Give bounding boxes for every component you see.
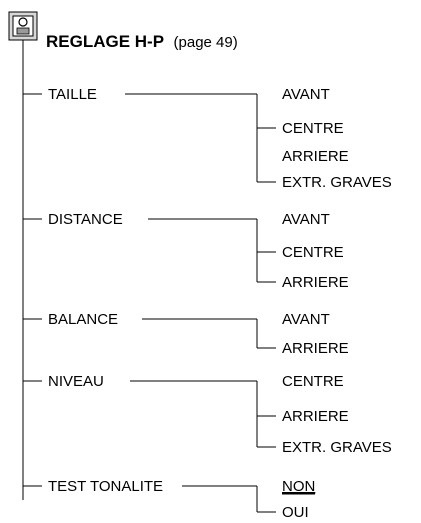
option-label: AVANT xyxy=(282,211,330,228)
option-label: ARRIERE xyxy=(282,408,349,425)
menu-branch-distance: DISTANCE AVANT CENTRE ARRIERE xyxy=(23,211,349,291)
option-label: ARRIERE xyxy=(282,148,349,165)
menu-item-label: TAILLE xyxy=(48,86,97,103)
option-label: AVANT xyxy=(282,86,330,103)
option-label: CENTRE xyxy=(282,373,344,390)
menu-branch-niveau: NIVEAU CENTRE ARRIERE EXTR. GRAVES xyxy=(23,373,392,456)
option-label: ARRIERE xyxy=(282,340,349,357)
menu-item-label: DISTANCE xyxy=(48,211,123,228)
option-label: EXTR. GRAVES xyxy=(282,174,392,191)
option-label: OUI xyxy=(282,504,309,521)
menu-branch-taille: TAILLE AVANT CENTRE ARRIERE EXTR. GRAVES xyxy=(23,86,392,191)
menu-branch-test-tonalite: TEST TONALITE NON OUI xyxy=(23,478,315,521)
title-page-ref: (page 49) xyxy=(174,34,238,51)
menu-title: REGLAGE H-P (page 49) xyxy=(46,32,238,51)
menu-branch-balance: BALANCE AVANT ARRIERE xyxy=(23,311,349,357)
menu-item-label: NIVEAU xyxy=(48,373,104,390)
title-label: REGLAGE H-P xyxy=(46,32,164,51)
option-label-default: NON xyxy=(282,478,315,495)
menu-item-label: TEST TONALITE xyxy=(48,478,163,495)
option-label: CENTRE xyxy=(282,244,344,261)
speaker-settings-icon xyxy=(8,11,38,41)
menu-item-label: BALANCE xyxy=(48,311,118,328)
option-label: CENTRE xyxy=(282,120,344,137)
option-label: AVANT xyxy=(282,311,330,328)
option-label: ARRIERE xyxy=(282,274,349,291)
option-label: EXTR. GRAVES xyxy=(282,439,392,456)
